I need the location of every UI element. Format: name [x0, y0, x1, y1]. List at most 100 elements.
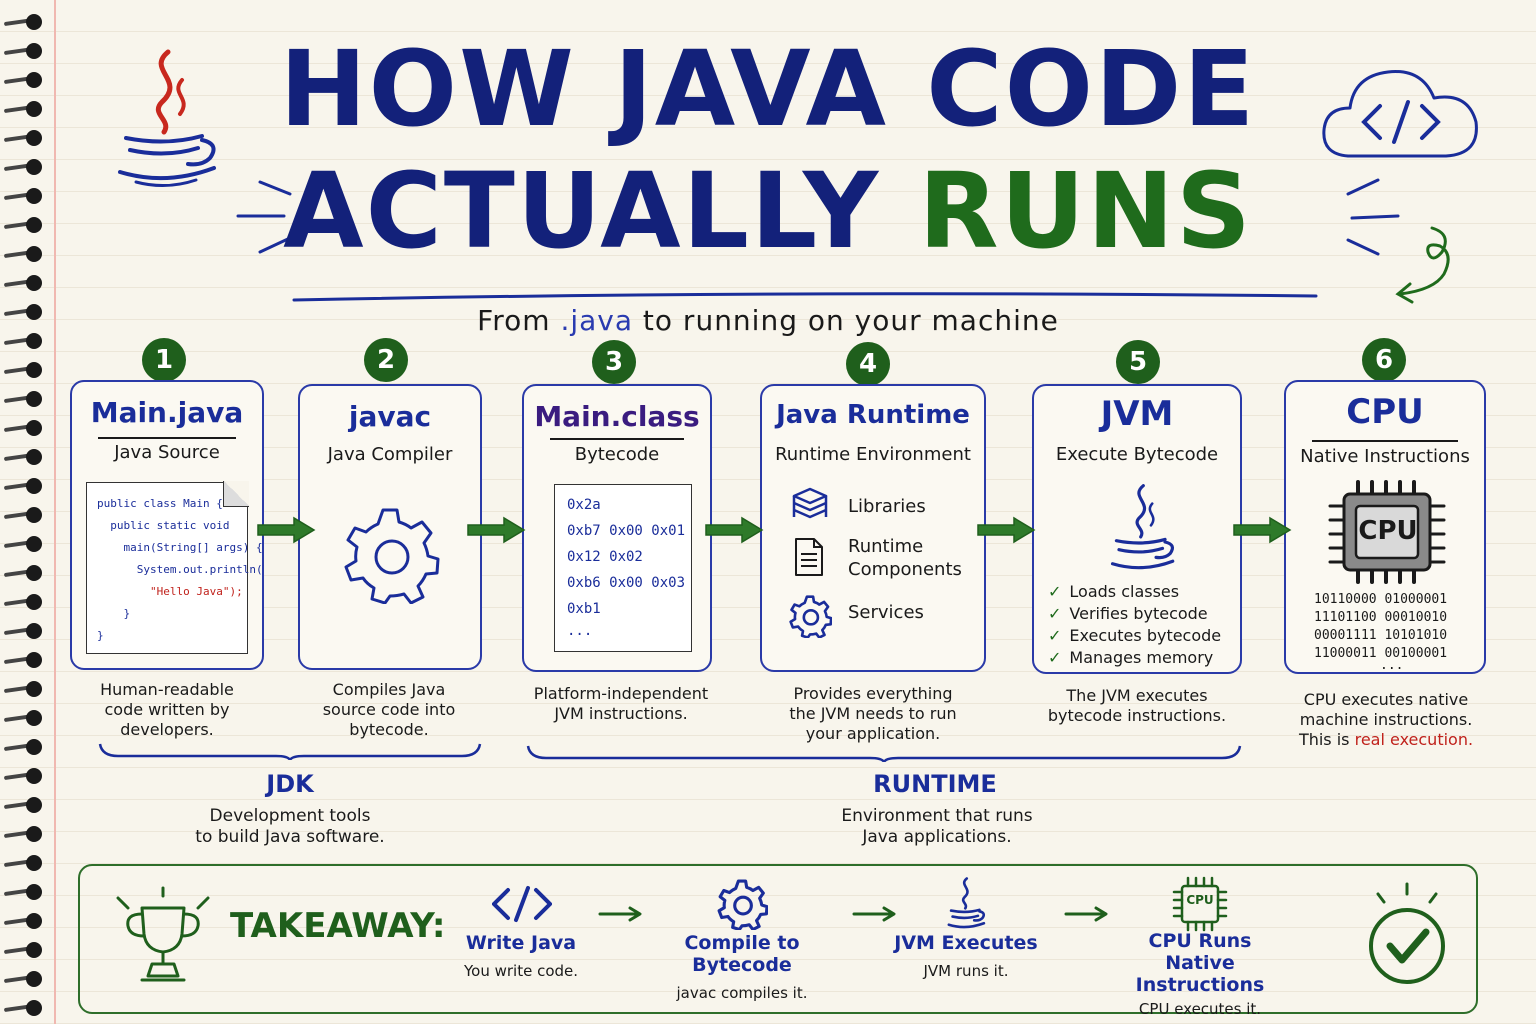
runtime-bracket [526, 745, 1242, 762]
page-title-line-1: HOW JAVA CODE [279, 28, 1257, 150]
binding-ring [3, 275, 42, 291]
flow-arrow-icon [467, 516, 526, 544]
card-subtitle: Java Compiler [327, 444, 453, 465]
binding-ring [3, 565, 42, 581]
cpu-chip-icon [1328, 480, 1446, 584]
binary-line: 00001111 10101010 [1314, 628, 1448, 643]
binding-ring [3, 391, 42, 407]
takeaway-step-desc: javac compiles it. [676, 984, 808, 1002]
bytecode-document: 0x2a 0xb7 0x00 0x01 0x12 0x02 0xb6 0x00 … [554, 484, 692, 652]
binding-ring [3, 942, 42, 958]
binary-line: ... [1380, 658, 1404, 673]
step-number-6: 6 [1362, 338, 1406, 382]
bytecode-line: 0x12 0x02 [567, 549, 643, 565]
cpu-chip-label: CPU [1358, 516, 1418, 546]
takeaway-step-jvm: JVM Executes JVM runs it. [886, 932, 1046, 980]
group-title-jdk: JDK [266, 770, 314, 798]
card-title: javac [348, 400, 432, 433]
takeaway-panel: TAKEAWAY: Write Java You write code. Com… [78, 864, 1478, 1018]
binding-ring [3, 43, 42, 59]
binding-ring [3, 188, 42, 204]
binding-ring [3, 478, 42, 494]
binding-ring [3, 362, 42, 378]
bytecode-line: 0xb7 0x00 0x01 [567, 523, 686, 539]
card-rule [550, 438, 684, 440]
takeaway-arrow-icon [1064, 906, 1108, 922]
binding-ring [3, 217, 42, 233]
runtime-item-runtime: Runtime [848, 536, 924, 557]
group-title-runtime: RUNTIME [873, 770, 997, 798]
binding-ring [3, 72, 42, 88]
jdk-bracket [98, 743, 482, 760]
card-cpu: CPU Native Instructions CPU 10110000 010… [1284, 380, 1486, 674]
binding-ring [3, 333, 42, 349]
card-javac: javac Java Compiler [298, 384, 482, 670]
card-main-java: Main.java Java Source public class Main … [70, 380, 264, 670]
title-word-runs: RUNS [918, 150, 1253, 272]
runtime-item-components: Components [848, 559, 962, 580]
cpu-chip-icon [1172, 876, 1228, 932]
binding-ring [3, 826, 42, 842]
card-title: JVM [1100, 394, 1174, 434]
card-subtitle: Native Instructions [1300, 446, 1470, 467]
card-subtitle: Runtime Environment [775, 444, 971, 465]
gear-icon [344, 508, 440, 604]
code-line: } [97, 629, 104, 642]
margin-line [54, 0, 56, 1024]
binding-ring [3, 420, 42, 436]
takeaway-arrow-icon [598, 906, 642, 922]
check-circle-icon [1369, 882, 1445, 984]
gear-icon [717, 879, 768, 930]
code-brackets-icon [492, 886, 552, 922]
takeaway-step-title: Native Instructions [1135, 952, 1265, 996]
sparkle-lines-icon [236, 180, 292, 254]
check-label: Verifies bytecode [1069, 604, 1208, 623]
stack-icon [792, 487, 828, 519]
subtitle-from: From [477, 304, 551, 337]
java-cup-icon [118, 49, 216, 187]
jvm-check-item: ✓Loads classes [1048, 582, 1179, 601]
binding-ring [3, 159, 42, 175]
step-number-5: 5 [1116, 340, 1160, 384]
binding-ring [3, 855, 42, 871]
jvm-check-item: ✓Manages memory [1048, 648, 1213, 667]
takeaway-step-title: Write Java [465, 932, 577, 954]
code-line: System.out.println( [97, 563, 263, 576]
binding-ring [3, 14, 42, 30]
jvm-check-item: ✓Executes bytecode [1048, 626, 1221, 645]
step-number-1: 1 [142, 338, 186, 382]
card-title: Main.java [90, 396, 244, 429]
takeaway-chip-label: CPU [1186, 893, 1214, 907]
flow-arrow-icon [705, 516, 764, 544]
check-label: Executes bytecode [1069, 626, 1222, 645]
gear-icon [789, 595, 832, 638]
card-java-runtime: Java Runtime Runtime Environment Librari… [760, 384, 986, 672]
binding-ring [3, 652, 42, 668]
takeaway-step-desc: JVM runs it. [923, 962, 1009, 980]
binding-ring [3, 681, 42, 697]
binding-ring [3, 971, 42, 987]
check-icon: ✓ [1048, 648, 1062, 667]
binding-ring [3, 1000, 42, 1016]
step-number-3: 3 [592, 340, 636, 384]
card-subtitle: Java Source [114, 442, 220, 463]
binding-ring [3, 623, 42, 639]
flow-arrow-icon [977, 516, 1036, 544]
step-number-4: 4 [846, 342, 890, 386]
binding-ring [3, 797, 42, 813]
jvm-check-item: ✓Verifies bytecode [1048, 604, 1208, 623]
card-title: CPU [1346, 392, 1424, 432]
document-icon [795, 538, 823, 576]
subtitle-extension: .java [560, 304, 634, 337]
binding-ring [3, 101, 42, 117]
binary-line: 11000011 00100001 [1314, 646, 1448, 661]
card-rule [1312, 440, 1458, 442]
takeaway-step-compile: Compile to Bytecode javac compiles it. [632, 932, 852, 1002]
